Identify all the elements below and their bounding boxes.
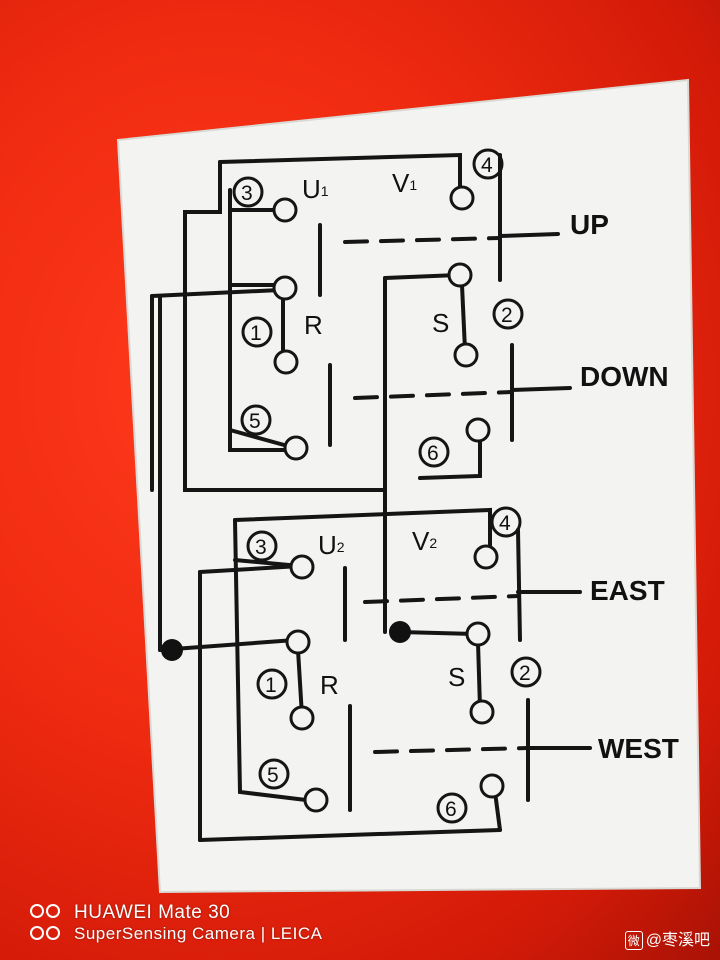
direction-up-label: UP: [570, 209, 609, 240]
site-watermark-text: @枣溪吧: [645, 932, 710, 949]
unit2-r-label: R: [320, 670, 339, 700]
junction-dot: [389, 621, 411, 643]
camera-rings-icon: [30, 902, 74, 924]
unit1-terminal-4: 4: [481, 154, 493, 177]
direction-west-label: WEST: [598, 733, 679, 764]
unit2-terminal-1: 1: [265, 674, 277, 697]
unit1-terminal-3: 3: [241, 182, 253, 205]
unit1-terminal-2: 2: [501, 304, 513, 327]
unit2-terminal-4: 4: [499, 512, 511, 535]
weibo-icon: 微: [624, 931, 643, 950]
circuit-lines: [150, 152, 592, 842]
unit2-terminal-2: 2: [519, 662, 531, 685]
label-card: [116, 78, 702, 894]
camera-rings-icon: [30, 925, 74, 945]
junction-dot: [161, 639, 183, 661]
site-watermark: 微@枣溪吧: [624, 926, 710, 950]
number-circles: [232, 148, 542, 824]
unit2-s-label: S: [448, 662, 465, 692]
unit1-r-label: R: [304, 310, 323, 340]
terminal-rings: [272, 185, 505, 813]
unit1-terminal-1: 1: [250, 322, 262, 345]
unit2-v-label: V2: [412, 526, 437, 556]
camera-model-text: HUAWEI Mate 30: [74, 902, 231, 924]
unit1-s-label: S: [432, 308, 449, 338]
unit1-v-label: V1: [392, 168, 417, 198]
unit2-terminal-6: 6: [445, 798, 457, 821]
camera-model-watermark: HUAWEI Mate 30: [30, 902, 230, 924]
unit2-terminal-3: 3: [255, 536, 267, 559]
unit1-terminal-5: 5: [249, 410, 261, 433]
direction-east-label: EAST: [590, 575, 665, 606]
unit1-terminal-6: 6: [427, 442, 439, 465]
unit2-u-label: U2: [318, 530, 345, 560]
camera-lens-watermark: SuperSensing Camera | LEICA: [30, 924, 322, 945]
direction-down-label: DOWN: [580, 361, 669, 392]
unit2-terminal-5: 5: [267, 764, 279, 787]
camera-lens-text: SuperSensing Camera | LEICA: [74, 924, 323, 943]
unit1-u-label: U1: [302, 174, 329, 204]
